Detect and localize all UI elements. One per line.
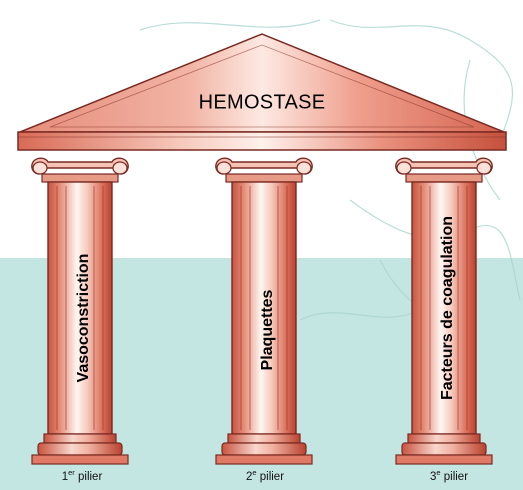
entablature (18, 132, 506, 150)
pillar-2-footer-suffix: e (252, 468, 256, 477)
pillar-3-footer: 3e pilier (430, 471, 468, 483)
diagram-title: HEMOSTASE (199, 92, 326, 115)
pillar-1-label: Vasoconstriction (73, 198, 95, 438)
pillar-2-label: Plaquettes (257, 210, 279, 450)
pillar-1-footer: 1er pilier (62, 471, 103, 483)
pillar-3-label: Facteurs de coagulation (437, 188, 459, 428)
pillar-2-footer-word: pilier (260, 471, 284, 483)
pillar-3-footer-suffix: e (436, 468, 440, 477)
pillar-2-footer: 2e pilier (246, 471, 284, 483)
pillar-1-footer-word: pilier (78, 471, 102, 483)
pillar-1-footer-suffix: er (68, 468, 75, 477)
pillar-3-footer-word: pilier (444, 471, 468, 483)
